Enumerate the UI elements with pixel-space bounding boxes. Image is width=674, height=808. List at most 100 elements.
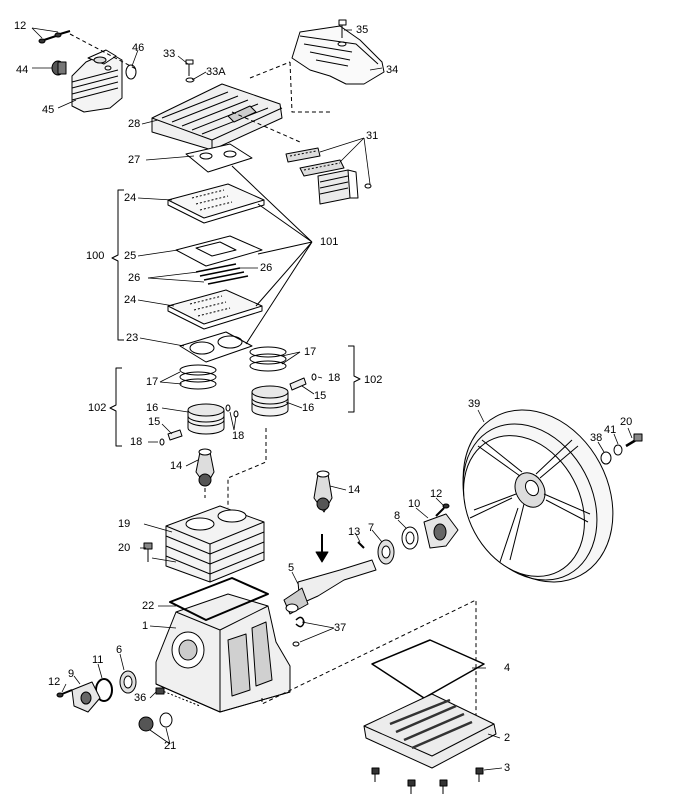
label-8: 8 <box>394 510 401 522</box>
label-33: 33 <box>163 48 176 60</box>
part-17-rings-right <box>249 346 287 372</box>
part-20-bolt-right <box>625 433 643 448</box>
part-18-clip-c <box>225 404 231 412</box>
label-20-left: 20 <box>118 542 131 554</box>
part-12-screw-left <box>56 689 73 698</box>
guide-line-piston <box>227 428 267 508</box>
label-46: 46 <box>132 42 145 54</box>
label-36: 36 <box>134 692 147 704</box>
part-14-rod-right <box>313 470 333 513</box>
part-10-cover <box>423 513 459 549</box>
label-23: 23 <box>126 332 139 344</box>
part-21-drain <box>138 712 173 732</box>
label-3: 3 <box>504 762 511 774</box>
part-14-rod-left <box>195 448 215 487</box>
label-4: 4 <box>504 662 511 674</box>
part-44-cap <box>51 60 67 76</box>
part-15-pin-left <box>167 429 183 441</box>
label-24-bottom: 24 <box>124 294 137 306</box>
label-102-left: 102 <box>88 402 107 414</box>
label-12-top: 12 <box>14 20 27 32</box>
bracket-100 <box>111 189 124 341</box>
label-38: 38 <box>590 432 603 444</box>
label-17-right: 17 <box>304 346 317 358</box>
label-18-left: 18 <box>130 436 143 448</box>
label-31: 31 <box>366 130 379 142</box>
label-26-right: 26 <box>260 262 273 274</box>
part-15-pin-right <box>289 377 307 391</box>
label-17-left: 17 <box>146 376 159 388</box>
label-101: 101 <box>320 236 339 248</box>
part-6-bearing <box>119 670 137 694</box>
part-1-crankcase <box>155 593 291 713</box>
part-33-screw <box>185 59 195 83</box>
part-25-gasket <box>175 235 263 267</box>
guide-line-base <box>261 599 477 738</box>
label-13: 13 <box>348 526 361 538</box>
bracket-102-left <box>109 367 122 447</box>
label-100: 100 <box>86 250 105 262</box>
label-15-right: 15 <box>314 390 327 402</box>
label-11: 11 <box>92 654 104 666</box>
label-15-left: 15 <box>148 416 161 428</box>
label-14-left: 14 <box>170 460 183 472</box>
part-19-cylinder <box>165 505 265 583</box>
part-13-key <box>357 541 365 549</box>
part-27-gasket <box>185 143 253 173</box>
label-20-right: 20 <box>620 416 633 428</box>
part-22-gasket <box>169 577 269 621</box>
guide-line-shroud <box>289 61 330 113</box>
part-16-piston-left <box>187 403 225 435</box>
bracket-102-right <box>348 345 361 413</box>
label-16-left: 16 <box>146 402 159 414</box>
part-24-valve-plate-bottom <box>167 289 263 330</box>
part-23-gasket <box>179 331 253 363</box>
part-17-rings-left <box>179 364 217 390</box>
part-45-manifold <box>71 49 123 113</box>
label-14-right: 14 <box>348 484 361 496</box>
label-27: 27 <box>128 154 141 166</box>
part-39-flywheel <box>462 409 614 583</box>
label-28: 28 <box>128 118 141 130</box>
part-36-plug <box>155 687 165 695</box>
label-18-right: 18 <box>328 372 341 384</box>
assembly-arrow <box>315 534 329 563</box>
part-4-gasket <box>371 639 485 699</box>
label-22: 22 <box>142 600 155 612</box>
part-31-valve-assembly <box>285 147 372 205</box>
part-34-shroud <box>291 25 385 85</box>
label-16-right: 16 <box>302 402 315 414</box>
label-10: 10 <box>408 498 421 510</box>
part-28-cylinder-head <box>151 83 283 151</box>
label-41: 41 <box>604 424 617 436</box>
label-7: 7 <box>368 522 375 534</box>
part-38-washer <box>600 451 612 465</box>
part-26-reeds <box>195 263 249 285</box>
label-45: 45 <box>42 104 55 116</box>
part-18-clip-b <box>311 373 317 381</box>
label-33a: 33A <box>206 66 226 78</box>
label-6: 6 <box>116 644 123 656</box>
part-12-screw-right <box>435 503 450 517</box>
guide-line-head-shroud <box>249 61 291 79</box>
label-44: 44 <box>16 64 29 76</box>
guide-line-manifold <box>69 33 139 71</box>
guide-line-valve <box>231 111 301 143</box>
part-7-bearing <box>377 539 395 565</box>
part-2-base-cover <box>363 693 497 769</box>
label-35: 35 <box>356 24 369 36</box>
part-9-cover <box>71 681 101 713</box>
part-3-screws <box>371 767 484 794</box>
label-25: 25 <box>124 250 137 262</box>
label-21: 21 <box>164 740 177 752</box>
label-5: 5 <box>288 562 295 574</box>
label-18-mid: 18 <box>232 430 245 442</box>
leader-101 <box>231 165 313 345</box>
part-20-bolt-left <box>143 542 153 562</box>
label-19: 19 <box>118 518 131 530</box>
label-39: 39 <box>468 398 481 410</box>
label-24-top: 24 <box>124 192 137 204</box>
label-34: 34 <box>386 64 399 76</box>
